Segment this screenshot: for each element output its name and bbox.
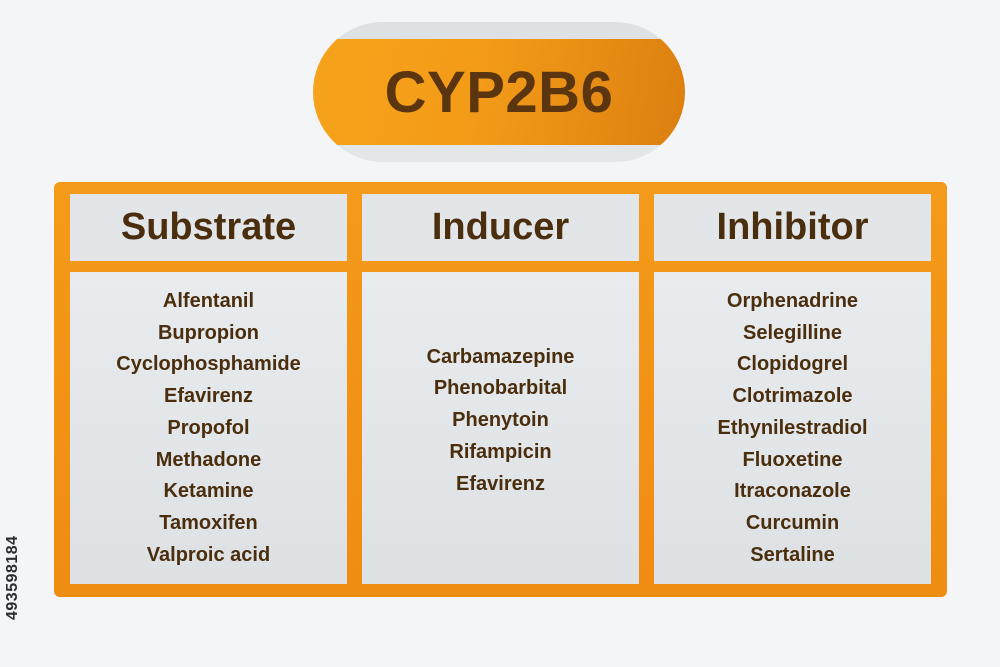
list-item: Cyclophosphamide [116, 353, 301, 376]
list-item: Phenobarbital [433, 377, 568, 400]
title-band: CYP2B6 [313, 39, 685, 145]
column-body: Alfentanil Bupropion Cyclophosphamide Ef… [70, 272, 347, 584]
column-header: Inhibitor [654, 194, 931, 261]
column-header: Inducer [362, 194, 639, 261]
substrate-list: Alfentanil Bupropion Cyclophosphamide Ef… [116, 286, 300, 571]
title-pill: CYP2B6 [313, 22, 685, 162]
column-body: Carbamazepine Phenobarbital Phenytoin Ri… [362, 272, 639, 584]
list-item: Orphenadrine [726, 290, 859, 312]
list-item: Efavirenz [164, 385, 253, 408]
column-heading-inhibitor: Inhibitor [716, 206, 869, 248]
list-item: Clotrimazole [732, 385, 853, 408]
list-item: Tamoxifen [159, 511, 258, 534]
list-item: Itraconazole [734, 480, 851, 503]
list-item: Selegilline [743, 321, 842, 344]
list-item: Alfentanil [162, 290, 255, 312]
column-body: Orphenadrine Selegilline Clopidogrel Clo… [654, 272, 931, 584]
list-item: Bupropion [157, 321, 260, 344]
classification-table: Substrate Alfentanil Bupropion Cyclophos… [54, 182, 947, 597]
inhibitor-list: Orphenadrine Selegilline Clopidogrel Clo… [717, 286, 867, 571]
list-item: Valproic acid [146, 543, 271, 566]
list-item: Propofol [167, 416, 250, 439]
page-title: CYP2B6 [384, 59, 614, 125]
list-item: Ketamine [163, 480, 254, 503]
list-item: Fluoxetine [742, 448, 843, 471]
column-inhibitor: Inhibitor Orphenadrine Selegilline Clopi… [654, 194, 931, 584]
column-substrate: Substrate Alfentanil Bupropion Cyclophos… [70, 194, 347, 584]
list-item: Methadone [155, 448, 262, 471]
column-inducer: Inducer Carbamazepine Phenobarbital Phen… [362, 194, 639, 584]
column-heading-substrate: Substrate [120, 206, 297, 248]
list-item: Efavirenz [456, 472, 545, 495]
list-item: Ethynilestradiol [717, 416, 868, 439]
list-item: Sertaline [750, 543, 835, 566]
stock-id-label: 493598184 [4, 535, 21, 620]
list-item: Rifampicin [449, 440, 552, 463]
list-item: Carbamazepine [426, 345, 575, 368]
column-header: Substrate [70, 194, 347, 261]
list-item: Curcumin [745, 511, 840, 534]
list-item: Phenytoin [452, 409, 549, 432]
list-item: Clopidogrel [736, 353, 849, 376]
inducer-list: Carbamazepine Phenobarbital Phenytoin Ri… [427, 342, 575, 501]
column-heading-inducer: Inducer [431, 206, 570, 248]
